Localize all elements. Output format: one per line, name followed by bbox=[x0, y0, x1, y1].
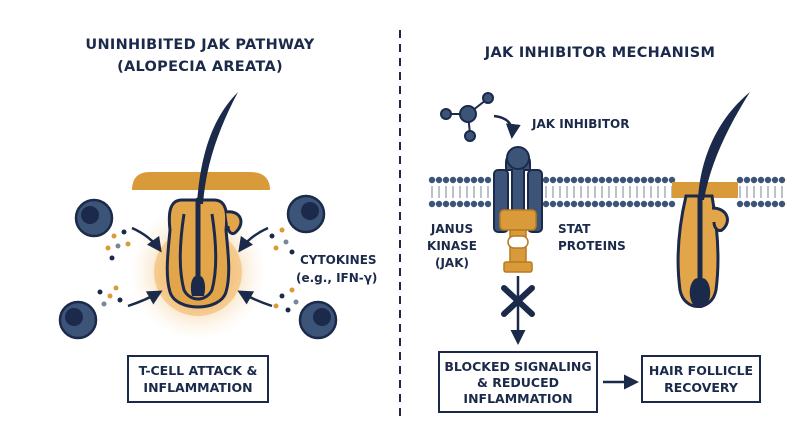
attack-arrows bbox=[127, 226, 273, 308]
left-title-line1: UNINHIBITED JAK PATHWAY bbox=[85, 37, 314, 53]
healthy-hair-follicle bbox=[672, 92, 750, 308]
cytokines-label: CYTOKINES bbox=[300, 253, 377, 267]
inflamed-hair-follicle bbox=[165, 92, 243, 309]
tcell-attack-line1: T-CELL ATTACK & bbox=[139, 363, 258, 378]
cell-membrane bbox=[428, 176, 786, 208]
right-title: JAK INHIBITOR MECHANISM bbox=[484, 45, 715, 61]
recovery-line2: RECOVERY bbox=[664, 380, 739, 395]
inhibitor-arrow bbox=[493, 114, 521, 139]
t-cell-bottom-left bbox=[58, 300, 98, 340]
left-title-line2: (ALOPECIA AREATA) bbox=[117, 59, 283, 75]
blocked-signaling-box bbox=[438, 351, 598, 413]
blocked-line3: INFLAMMATION bbox=[463, 391, 572, 406]
cytokine-particles bbox=[97, 227, 299, 313]
blocked-line2: & REDUCED bbox=[477, 375, 559, 390]
jak-inhibitor-molecule-icon bbox=[440, 92, 494, 142]
tcell-attack-line2: INFLAMMATION bbox=[143, 380, 252, 395]
cytokines-example: (e.g., IFN-γ) bbox=[296, 271, 377, 285]
block-x-icon bbox=[501, 285, 535, 317]
jak-inhibitor-label: JAK INHIBITOR bbox=[531, 117, 629, 131]
jak-stat-complex bbox=[499, 209, 537, 273]
blocked-line1: BLOCKED SIGNALING bbox=[444, 359, 591, 374]
janus-line1: JANUS bbox=[430, 222, 473, 236]
tcell-attack-box bbox=[127, 355, 269, 403]
stat-line2: PROTEINS bbox=[558, 239, 626, 253]
janus-line3: (JAK) bbox=[435, 256, 469, 270]
t-cell-bottom-right bbox=[298, 300, 338, 340]
t-cell-top-right bbox=[286, 194, 326, 234]
stat-line1: STAT bbox=[558, 222, 591, 236]
hair-recovery-box bbox=[641, 355, 761, 403]
recovery-line1: HAIR FOLLICLE bbox=[649, 363, 753, 378]
janus-line2: KINASE bbox=[427, 239, 477, 253]
t-cell-top-left bbox=[74, 198, 114, 238]
